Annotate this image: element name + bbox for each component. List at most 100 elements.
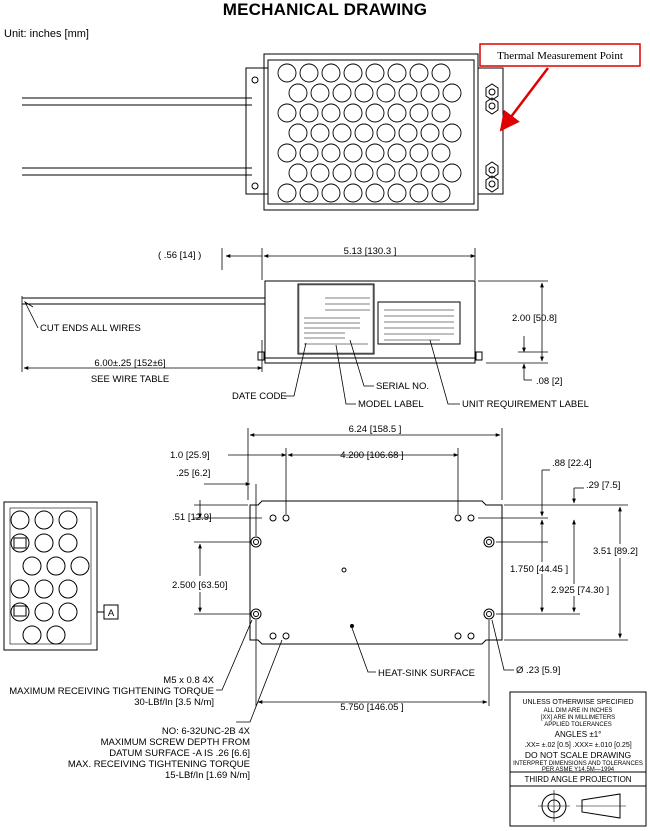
label-cut-ends: CUT ENDS ALL WIRES <box>40 323 141 334</box>
tol-l4: APPLIED TOLERANCES <box>544 722 611 728</box>
vent-hole <box>365 183 385 203</box>
label-datum: A <box>108 608 115 619</box>
n6-line-1: NO: 6-32UNC-2B 4X <box>162 726 251 737</box>
vent-hole <box>343 63 363 83</box>
vent-hole <box>354 83 374 103</box>
vent-hole <box>431 143 451 163</box>
vent-hole <box>365 103 385 123</box>
label-unit-req: UNIT REQUIREMENT LABEL <box>462 399 589 410</box>
m5-line-3: 30-LBf/In [3.5 N/m] <box>134 697 214 708</box>
vent-hole <box>343 103 363 123</box>
vent-hole <box>321 183 341 203</box>
dim-bottom-span: 5.750 [146.05 ] <box>340 702 403 713</box>
dim-r-top: .88 [22.4] <box>552 458 592 469</box>
vent-hole <box>310 123 330 143</box>
vent-hole <box>409 183 429 203</box>
vent-hole <box>288 123 308 143</box>
top-vent-holes <box>277 63 462 203</box>
vent-hole <box>398 163 418 183</box>
vent-hole <box>398 83 418 103</box>
vent-hole <box>431 103 451 123</box>
vent-hole <box>277 103 297 123</box>
n6-line-2: MAXIMUM SCREW DEPTH FROM <box>101 737 250 748</box>
dim-left-offset: ( .56 [14] ) <box>158 250 201 261</box>
dim-wire-note: SEE WIRE TABLE <box>91 374 169 385</box>
dim-edge: .25 [6.2] <box>176 468 210 479</box>
vent-hole <box>277 183 297 203</box>
tol-l1: UNLESS OTHERWISE SPECIFIED <box>522 699 633 706</box>
top-view <box>22 53 504 211</box>
label-serial: SERIAL NO. <box>376 381 429 392</box>
tol-l6: .XX= ±.02 [0.5] .XXX= ±.010 [0.25] <box>524 742 631 749</box>
dim-overall-width: 6.24 [158.5 ] <box>349 424 402 435</box>
tol-projection: THIRD ANGLE PROJECTION <box>524 775 631 784</box>
vent-hole <box>387 183 407 203</box>
thermal-callout <box>479 43 641 132</box>
vent-hole <box>310 163 330 183</box>
vent-hole <box>431 63 451 83</box>
tol-l2: ALL DIM ARE IN INCHES <box>544 708 613 714</box>
dim-hole-vert: 2.500 [63.50] <box>172 580 227 591</box>
vent-hole <box>343 143 363 163</box>
dim-length: 5.13 [130.3 ] <box>344 246 397 257</box>
tol-l9: PER ASME Y14.5M—1994 <box>542 767 615 773</box>
vent-hole <box>398 123 418 143</box>
tol-l7: DO NOT SCALE DRAWING <box>525 750 631 760</box>
label-heat-sink: HEAT-SINK SURFACE <box>378 668 475 679</box>
label-print <box>304 297 454 345</box>
vent-hole <box>321 143 341 163</box>
vent-hole <box>321 63 341 83</box>
vent-hole <box>299 143 319 163</box>
m5-line-1: M5 x 0.8 4X <box>163 675 214 686</box>
vent-hole <box>332 83 352 103</box>
page-title: MECHANICAL DRAWING <box>222 0 428 19</box>
vent-hole <box>354 163 374 183</box>
vent-hole <box>310 83 330 103</box>
tol-l3: [XX] ARE IN MILLIMETERS <box>541 715 615 721</box>
vent-hole <box>420 83 440 103</box>
dim-base: .08 [2] <box>536 376 562 387</box>
vent-hole <box>343 183 363 203</box>
vent-hole <box>409 143 429 163</box>
tol-l5: ANGLES ±1° <box>555 730 602 739</box>
vent-hole <box>332 163 352 183</box>
vent-hole <box>376 123 396 143</box>
vent-hole <box>387 63 407 83</box>
side-view-dims <box>21 248 548 405</box>
dim-top-gap: .51 [12.9] <box>172 512 212 523</box>
vent-hole <box>442 83 462 103</box>
bottom-view <box>249 500 503 645</box>
label-date-code: DATE CODE <box>232 391 287 402</box>
vent-hole <box>420 123 440 143</box>
dim-overall-height: 3.51 [89.2] <box>593 546 638 557</box>
dim-r-edge: .29 [7.5] <box>586 480 620 491</box>
vent-hole <box>387 103 407 123</box>
detail-view <box>3 501 119 651</box>
vent-hole <box>288 83 308 103</box>
vent-hole <box>409 63 429 83</box>
m5-line-2: MAXIMUM RECEIVING TIGHTENING TORQUE <box>9 686 214 697</box>
vent-hole <box>277 143 297 163</box>
vent-hole <box>442 163 462 183</box>
dim-hole-spacing: 4.200 [106.68 ] <box>340 450 403 461</box>
vent-hole <box>387 143 407 163</box>
n6-line-5: 15-LBf/In [1.69 N/m] <box>165 770 250 781</box>
n6-line-3: DATUM SURFACE -A IS .26 [6.6] <box>109 748 250 759</box>
vent-hole <box>409 103 429 123</box>
vent-hole <box>332 123 352 143</box>
vent-hole <box>365 63 385 83</box>
vent-hole <box>376 163 396 183</box>
dim-r-mid: 1.750 [44.45 ] <box>510 564 568 575</box>
n6-line-4: MAX. RECEIVING TIGHTENING TORQUE <box>68 759 250 770</box>
vent-hole <box>354 123 374 143</box>
thermal-callout-text: Thermal Measurement Point <box>497 50 623 62</box>
dim-wire: 6.00±.25 [152±6] <box>94 358 165 369</box>
vent-hole <box>299 103 319 123</box>
vent-hole <box>277 63 297 83</box>
tolerance-block <box>509 691 647 827</box>
dim-hole-offset: 1.0 [25.9] <box>170 450 210 461</box>
vent-hole <box>288 163 308 183</box>
side-view <box>22 280 483 364</box>
unit-label: Unit: inches [mm] <box>4 28 89 40</box>
